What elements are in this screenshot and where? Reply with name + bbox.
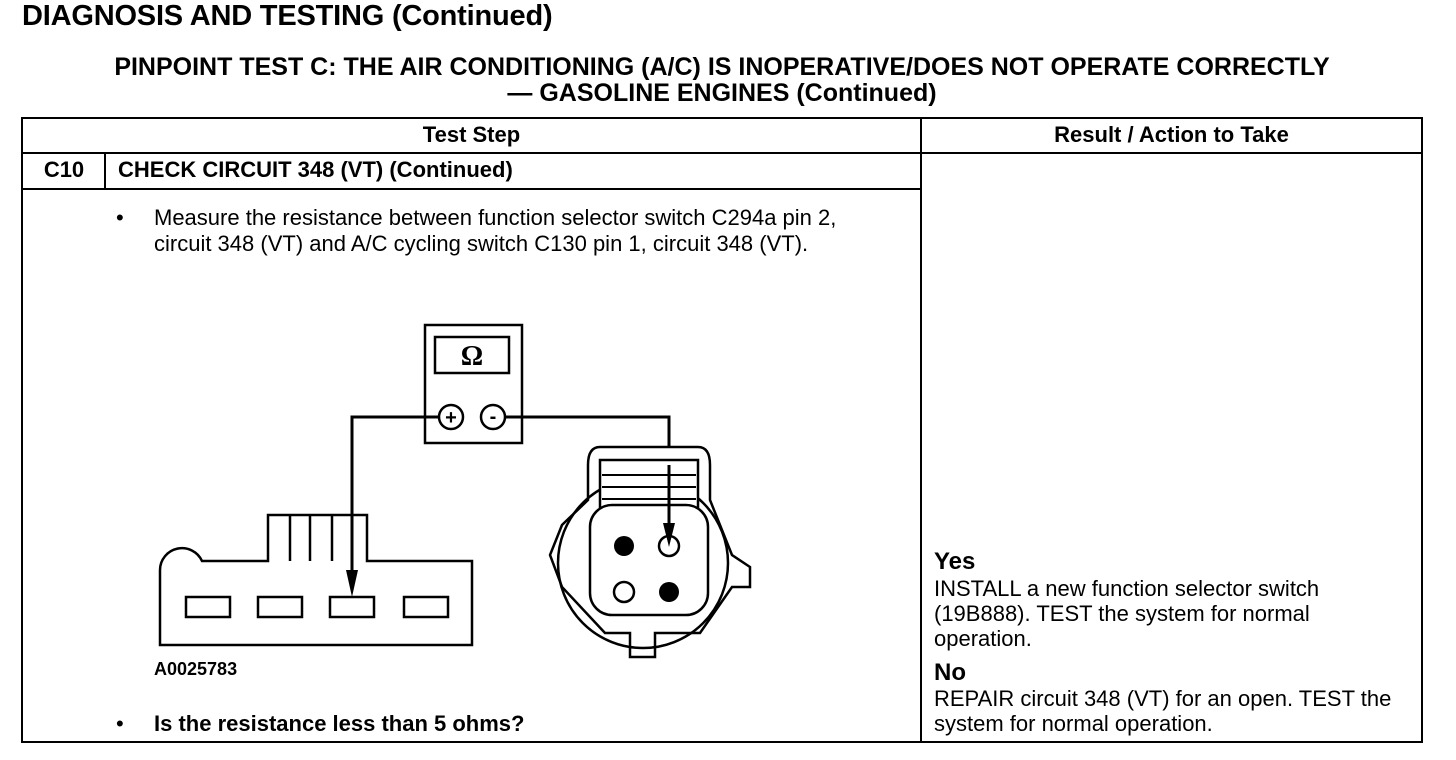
ohm-symbol: Ω [461, 341, 483, 372]
result-no-label: No [934, 659, 966, 686]
bullet-question: • [116, 711, 124, 736]
connector-pin-4 [402, 595, 450, 619]
bullet-instruction: • [116, 205, 124, 230]
c130-pin-filled-2 [659, 582, 679, 602]
column-divider [920, 117, 922, 743]
plus-terminal-label: + [445, 407, 457, 429]
result-yes-label: Yes [934, 548, 976, 575]
pinpoint-test-title: PINPOINT TEST C: THE AIR CONDITIONING (A… [22, 54, 1422, 106]
test-table [21, 117, 1423, 743]
c130-pin-open-2 [612, 580, 636, 604]
step-id: C10 [43, 157, 85, 182]
c130-pin-filled-1 [614, 536, 634, 556]
connector-pin-1 [184, 595, 232, 619]
step-title: CHECK CIRCUIT 348 (VT) (Continued) [118, 157, 513, 182]
ohmmeter-display [433, 335, 511, 375]
result-yes-action: INSTALL a new function selector switch (… [934, 576, 1320, 651]
function-selector-connector [158, 513, 474, 647]
ohmmeter-connector-diagram: Ω + - [158, 323, 752, 659]
step-question: Is the resistance less than 5 ohms? [154, 711, 525, 736]
connector-pin-3 [328, 595, 376, 619]
header-result-action: Result / Action to Take [1054, 122, 1289, 147]
step-title-divider [21, 188, 921, 190]
pinpoint-title-line-2: — GASOLINE ENGINES (Continued) [507, 79, 937, 107]
document-heading: DIAGNOSIS AND TESTING (Continued) [22, 0, 553, 32]
figure-id: A0025783 [154, 659, 238, 679]
minus-terminal-label: - [490, 406, 497, 428]
result-no-action: REPAIR circuit 348 (VT) for an open. TES… [934, 686, 1392, 736]
step-id-divider [104, 152, 106, 189]
step-instruction: Measure the resistance between function … [154, 205, 837, 256]
header-divider [21, 152, 1423, 154]
connector-pin-2 [256, 595, 304, 619]
pinpoint-title-line-1: PINPOINT TEST C: THE AIR CONDITIONING (A… [114, 53, 1330, 81]
header-test-step: Test Step [422, 122, 521, 147]
ac-cycling-switch-connector [548, 445, 752, 659]
